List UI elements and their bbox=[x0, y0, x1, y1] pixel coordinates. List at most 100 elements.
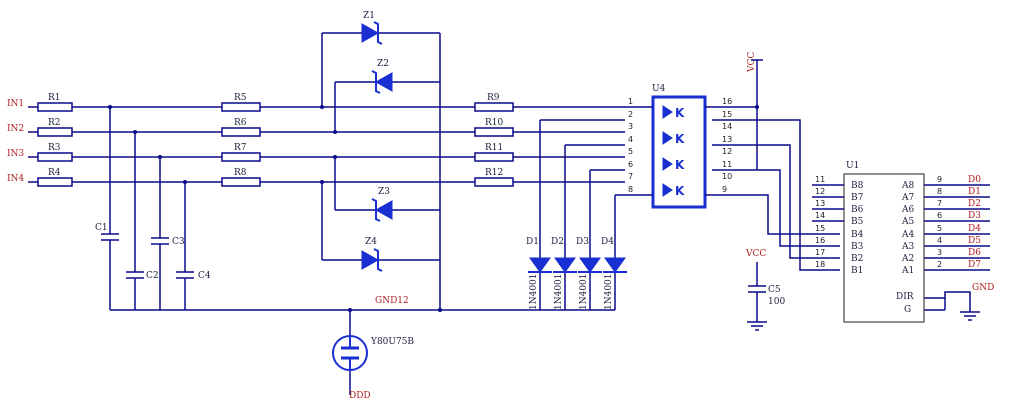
svg-text:A4: A4 bbox=[901, 230, 914, 240]
vcc-supply-2: VCC bbox=[745, 249, 766, 259]
svg-text:3: 3 bbox=[937, 248, 942, 257]
zener-z3: Z3 bbox=[371, 187, 393, 222]
svg-text:VCC: VCC bbox=[745, 249, 766, 259]
svg-text:C4: C4 bbox=[198, 271, 211, 281]
svg-text:B3: B3 bbox=[851, 242, 864, 252]
svg-text:A3: A3 bbox=[901, 242, 914, 252]
svg-text:12: 12 bbox=[722, 147, 732, 156]
svg-text:C2: C2 bbox=[146, 271, 159, 281]
output-label-d7: D7 bbox=[968, 260, 981, 270]
svg-text:D1: D1 bbox=[526, 237, 539, 247]
resistor-r6: R6 bbox=[221, 118, 261, 137]
resistor-r12: R12 bbox=[474, 168, 514, 187]
ddd-label: DDD bbox=[349, 391, 371, 401]
svg-text:13: 13 bbox=[722, 135, 732, 144]
opto-channel-3: K bbox=[662, 157, 685, 172]
diode-d3: D3 1N4001 bbox=[576, 237, 602, 310]
svg-text:5: 5 bbox=[937, 224, 942, 233]
input-label-in3: IN3 bbox=[7, 149, 24, 159]
svg-text:17: 17 bbox=[815, 248, 825, 257]
svg-text:A6: A6 bbox=[901, 205, 914, 215]
svg-text:14: 14 bbox=[722, 122, 732, 131]
svg-text:4: 4 bbox=[937, 236, 942, 245]
svg-text:Z2: Z2 bbox=[377, 59, 389, 69]
svg-text:R7: R7 bbox=[234, 143, 247, 153]
gnd12-label: GND12 bbox=[375, 296, 409, 306]
svg-text:9: 9 bbox=[937, 175, 942, 184]
resistor-r5: R5 bbox=[221, 93, 261, 112]
svg-text:1N4001: 1N4001 bbox=[529, 273, 539, 310]
diode-d4: D4 1N4001 bbox=[601, 237, 627, 310]
capacitor-c3: C3 bbox=[150, 237, 185, 247]
resistor-r8: R8 bbox=[221, 168, 261, 187]
svg-text:R9: R9 bbox=[487, 93, 500, 103]
svg-text:5: 5 bbox=[628, 147, 633, 156]
svg-text:1N4001: 1N4001 bbox=[604, 273, 614, 310]
svg-text:100: 100 bbox=[768, 297, 785, 307]
output-label-d3: D3 bbox=[968, 211, 981, 221]
svg-text:DIR: DIR bbox=[896, 292, 914, 302]
svg-text:B6: B6 bbox=[851, 205, 864, 215]
svg-text:1N4001: 1N4001 bbox=[579, 273, 589, 310]
junction-dots bbox=[108, 105, 759, 312]
svg-text:VCC: VCC bbox=[747, 52, 757, 73]
resistor-r9: R9 bbox=[474, 93, 514, 112]
svg-text:4: 4 bbox=[628, 135, 633, 144]
optocoupler-u4: U4 K K K K 1 2 3 4 5 6 7 8 16 15 14 13 1… bbox=[625, 84, 757, 209]
svg-text:B1: B1 bbox=[851, 266, 863, 276]
svg-text:R11: R11 bbox=[485, 143, 503, 153]
svg-text:1N4001: 1N4001 bbox=[554, 273, 564, 310]
svg-text:18: 18 bbox=[815, 260, 825, 269]
svg-text:C3: C3 bbox=[172, 237, 185, 247]
capacitor-c1: C1 bbox=[95, 223, 120, 241]
opto-channel-1: K bbox=[662, 105, 685, 120]
svg-text:A2: A2 bbox=[901, 254, 914, 264]
svg-text:Y80U75B: Y80U75B bbox=[370, 337, 414, 347]
zener-z4: Z4 bbox=[361, 237, 383, 272]
svg-text:3: 3 bbox=[628, 122, 633, 131]
svg-text:13: 13 bbox=[815, 199, 825, 208]
svg-text:K: K bbox=[675, 184, 685, 198]
svg-text:16: 16 bbox=[722, 97, 732, 106]
zener-z1: Z1 bbox=[361, 11, 383, 45]
svg-text:C5: C5 bbox=[768, 285, 781, 295]
svg-text:A5: A5 bbox=[901, 217, 914, 227]
svg-text:9: 9 bbox=[722, 185, 727, 194]
svg-text:GND: GND bbox=[972, 283, 994, 293]
svg-text:A1: A1 bbox=[901, 266, 914, 276]
svg-text:R4: R4 bbox=[48, 168, 61, 178]
svg-text:R8: R8 bbox=[234, 168, 247, 178]
svg-text:15: 15 bbox=[722, 110, 732, 119]
input-label-in4: IN4 bbox=[7, 174, 24, 184]
output-label-d0: D0 bbox=[968, 175, 981, 185]
svg-text:B4: B4 bbox=[851, 230, 864, 240]
svg-text:K: K bbox=[675, 106, 685, 120]
svg-text:2: 2 bbox=[628, 110, 633, 119]
svg-text:11: 11 bbox=[815, 175, 825, 184]
svg-text:R2: R2 bbox=[48, 118, 61, 128]
svg-text:R3: R3 bbox=[48, 143, 61, 153]
resistor-r10: R10 bbox=[474, 118, 514, 137]
svg-text:7: 7 bbox=[628, 172, 633, 181]
svg-text:C1: C1 bbox=[95, 223, 108, 233]
capacitor-c4: C4 bbox=[175, 271, 211, 281]
wiring bbox=[28, 32, 971, 395]
ground-symbol-c5 bbox=[747, 321, 767, 331]
transistor-y80u75b: Y80U75B bbox=[332, 335, 414, 371]
diode-d1: D1 1N4001 bbox=[526, 237, 552, 310]
svg-text:8: 8 bbox=[937, 187, 942, 196]
svg-text:15: 15 bbox=[815, 224, 825, 233]
ground-symbol-u1: GND bbox=[960, 283, 994, 321]
svg-text:1: 1 bbox=[628, 97, 633, 106]
svg-text:G: G bbox=[904, 305, 911, 315]
output-label-d5: D5 bbox=[968, 236, 981, 246]
capacitor-c5: C5 100 bbox=[747, 285, 785, 307]
svg-text:K: K bbox=[675, 132, 685, 146]
resistor-r1: R1 bbox=[37, 93, 73, 112]
svg-text:D2: D2 bbox=[551, 237, 564, 247]
svg-text:R12: R12 bbox=[485, 168, 503, 178]
svg-text:U4: U4 bbox=[652, 84, 666, 94]
svg-text:Z1: Z1 bbox=[363, 11, 375, 21]
output-label-d6: D6 bbox=[968, 248, 981, 258]
